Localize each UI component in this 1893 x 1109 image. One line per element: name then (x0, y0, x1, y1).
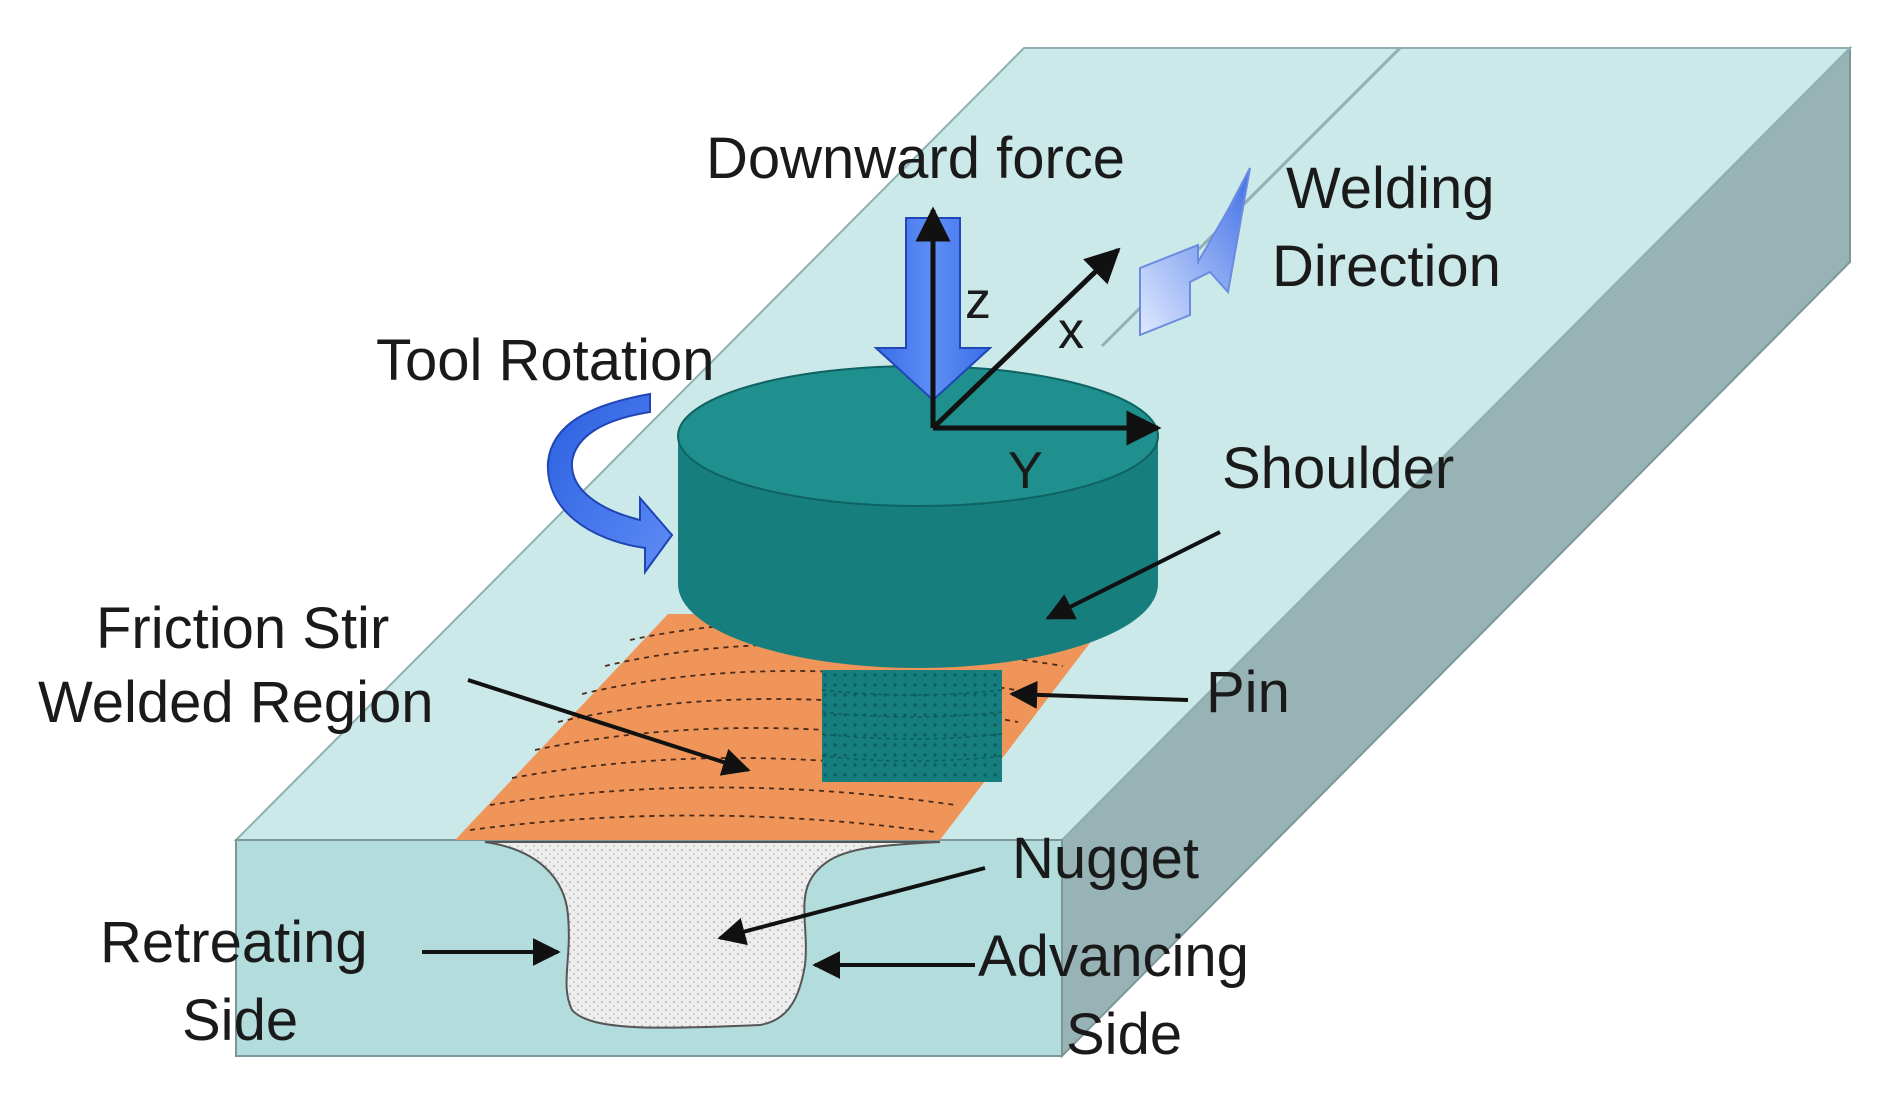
pin-label: Pin (1206, 660, 1290, 725)
welding-direction-label-line2: Direction (1272, 234, 1501, 299)
z-axis-label: z (965, 272, 991, 330)
advancing-side-label-line2: Side (1066, 1002, 1182, 1067)
nugget-leader (717, 866, 986, 946)
shoulder-leader (1045, 530, 1221, 620)
pin-leader (1009, 680, 1189, 709)
fsw-region-label-line2: Welded Region (38, 670, 434, 735)
y-axis-label: Y (1008, 442, 1043, 500)
fsw-region-leader (467, 678, 751, 776)
shoulder-label: Shoulder (1222, 436, 1454, 501)
retreating-side-label-line2: Side (182, 988, 298, 1053)
downward-force-label: Downward force (706, 126, 1125, 191)
welding-direction-label-line1: Welding (1286, 156, 1495, 221)
retreating-side-label-line1: Retreating (100, 910, 368, 975)
welding-direction-arrow (1139, 167, 1251, 337)
tool-shoulder (677, 365, 1159, 668)
tool-pin (821, 670, 1003, 782)
tool-rotation-arrow (546, 392, 674, 576)
coordinate-axes (915, 206, 1162, 446)
nugget-label: Nugget (1012, 826, 1199, 891)
advancing-side-label-line1: Advancing (978, 924, 1249, 989)
x-axis-label: x (1058, 302, 1084, 360)
nugget-region (484, 841, 941, 1029)
fsw-region-label-line1: Friction Stir (96, 596, 389, 661)
tool-rotation-label: Tool Rotation (376, 328, 715, 393)
x-axis (931, 247, 1121, 430)
